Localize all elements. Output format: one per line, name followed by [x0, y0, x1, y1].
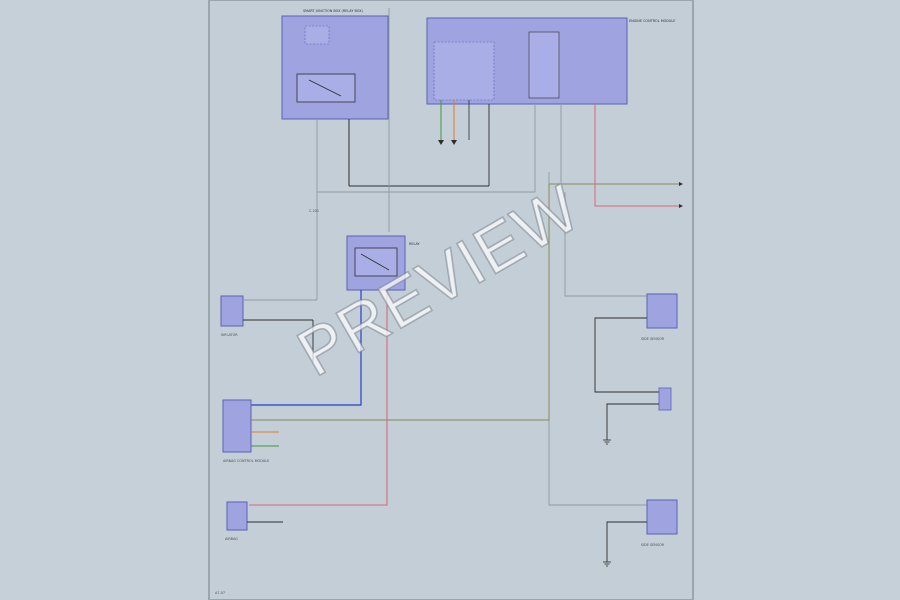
- ground-symbol-2: [603, 561, 611, 567]
- fuse-box-relay: [296, 73, 356, 103]
- airbag-label: AIRBAG: [225, 537, 238, 541]
- wiring-diagram: SMART JUNCTION BOX (RELAY BOX) ENGINE CO…: [209, 0, 693, 600]
- fuse-box-inner-1: [304, 25, 330, 45]
- ground-symbol-1: [603, 439, 611, 445]
- airbag-component: [226, 501, 248, 531]
- side-sensor-top-label: SIDE SENSOR: [641, 337, 665, 341]
- side-sensor-bottom-label: SIDE SENSOR: [641, 543, 665, 547]
- side-sensor-top: [646, 293, 678, 329]
- airbag-module-label: AIRBAG CONTROL MODULE: [223, 459, 269, 463]
- connector-tag: C-201: [309, 209, 319, 213]
- inflator-component: [220, 295, 244, 327]
- control-module-title: ENGINE CONTROL MODULE: [629, 19, 675, 23]
- center-relay-coil: [354, 247, 398, 277]
- control-module-inner: [433, 41, 495, 101]
- inflator-label: INFLATOR: [221, 333, 238, 337]
- side-sensor-bottom: [646, 499, 678, 535]
- schematic-sheet: SMART JUNCTION BOX (RELAY BOX) ENGINE CO…: [208, 0, 694, 600]
- footer-code: A7-07: [215, 591, 225, 595]
- center-relay-label: RELAY: [409, 242, 421, 246]
- connector-block: [658, 387, 672, 411]
- airbag-control-module: [222, 399, 252, 453]
- fuse-box-component: [281, 15, 389, 120]
- control-module-right-inner: [528, 31, 560, 99]
- fuse-box-title: SMART JUNCTION BOX (RELAY BOX): [303, 9, 364, 13]
